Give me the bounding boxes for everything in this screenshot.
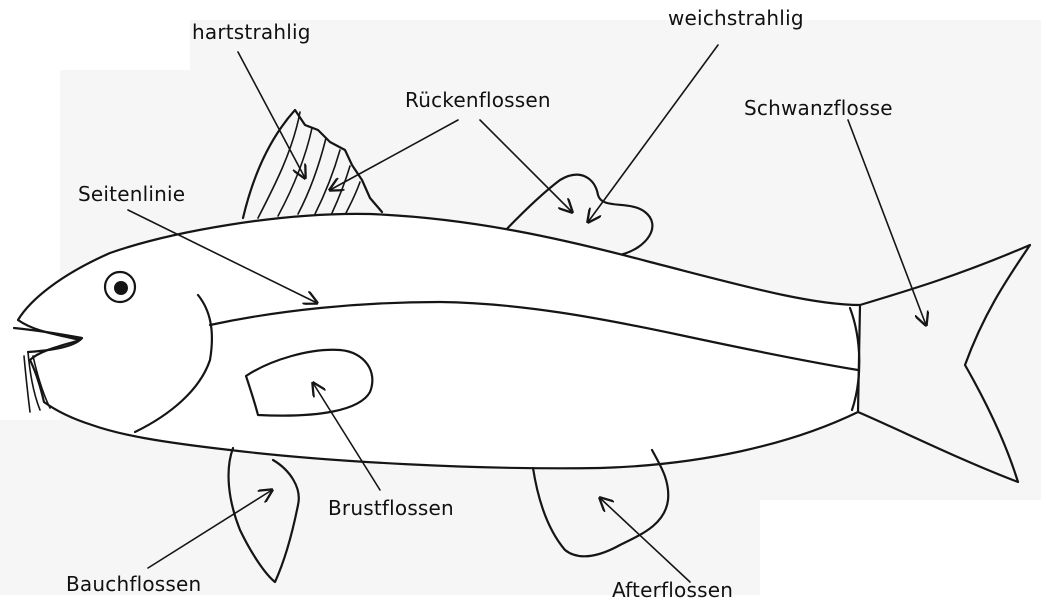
label-brustflossen: Brustflossen bbox=[328, 496, 454, 520]
eye-pupil bbox=[114, 281, 128, 295]
label-weichstrahlig: weichstrahlig bbox=[668, 6, 804, 30]
label-rueckenflossen: Rückenflossen bbox=[405, 88, 551, 112]
label-hartstrahlig: hartstrahlig bbox=[192, 20, 311, 44]
label-seitenlinie: Seitenlinie bbox=[78, 182, 185, 206]
label-afterflossen: Afterflossen bbox=[612, 578, 733, 602]
label-bauchflossen: Bauchflossen bbox=[66, 572, 201, 596]
label-schwanzflosse: Schwanzflosse bbox=[744, 96, 893, 120]
